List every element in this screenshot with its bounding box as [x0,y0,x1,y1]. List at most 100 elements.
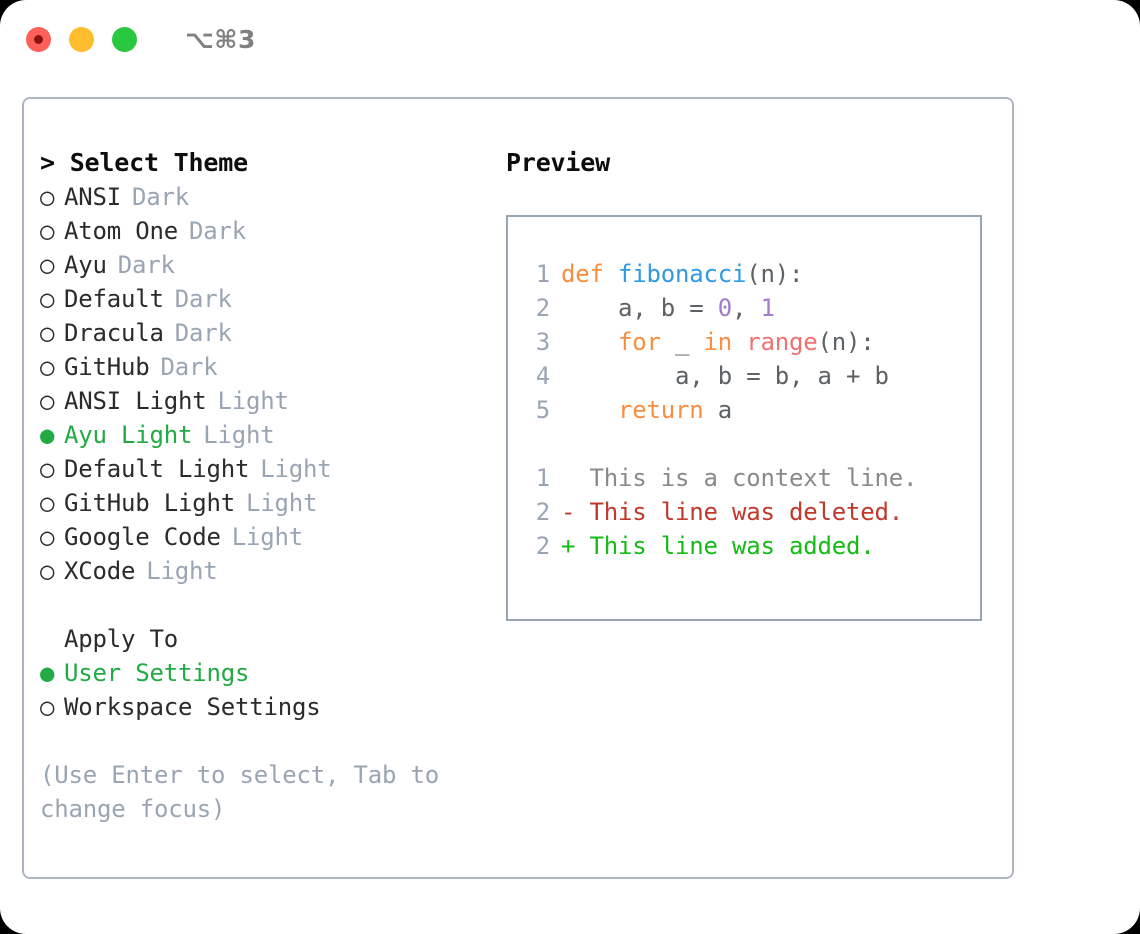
select-theme-heading-label: Select Theme [69,148,248,177]
diff-sample: 1 This is a context line. 2- This line wa… [524,461,980,563]
title-shortcut-label: ⌥⌘3 [185,24,256,54]
radio-unselected-icon: ○ [40,319,55,347]
theme-option-label: Default [64,285,164,313]
code-line: 3 for _ in range(n): [524,325,980,359]
diff-line-number: 2 [535,532,550,560]
diff-line-add: 2+ This line was added. [524,529,980,563]
close-button[interactable] [26,26,51,52]
code-line-number: 2 [535,294,550,322]
section-spacer [40,588,494,622]
theme-option-tag: Light [203,421,275,449]
code-line-number: 1 [535,260,550,288]
theme-option-tag: Dark [160,353,218,381]
title-bar: ⌥⌘3 [0,0,1140,78]
radio-selected-icon: ● [40,659,55,687]
code-token: (n): [746,260,804,288]
apply-to-option-label: User Settings [64,659,250,687]
code-line: 2 a, b = 0, 1 [524,291,980,325]
code-line: 4 a, b = b, a + b [524,359,980,393]
radio-unselected-icon: ○ [40,455,55,483]
diff-line-text: This line was added. [589,532,875,560]
theme-option-label: Google Code [64,523,221,551]
code-token: (n): [817,328,875,356]
theme-option-github-light[interactable]: ○ GitHub Light Light [40,486,494,520]
code-line-number: 4 [535,362,550,390]
apply-to-option-workspace-settings[interactable]: ○Workspace Settings [40,690,494,724]
traffic-light-group [26,26,137,52]
theme-option-label: GitHub Light [64,489,235,517]
theme-option-label: XCode [64,557,136,585]
theme-option-tag: Light [246,489,318,517]
theme-option-tag: Dark [174,285,232,313]
theme-option-tag: Light [146,557,218,585]
diff-line-text: This is a context line. [589,464,918,492]
theme-option-label: Atom One [64,217,178,245]
theme-option-label: ANSI Light [64,387,207,415]
theme-option-google-code[interactable]: ○ Google Code Light [40,520,494,554]
theme-option-tag: Light [231,523,303,551]
diff-line-ctx: 1 This is a context line. [524,461,980,495]
radio-unselected-icon: ○ [40,387,55,415]
theme-option-default-light[interactable]: ○ Default Light Light [40,452,494,486]
code-token [732,325,746,359]
diff-line-text: This line was deleted. [589,498,904,526]
theme-option-tag: Dark [132,183,189,211]
theme-option-ansi-light[interactable]: ○ ANSI Light Light [40,384,494,418]
apply-to-list: ● User Settings ○Workspace Settings [40,656,494,724]
code-token [561,325,618,359]
recording-indicator-icon [34,34,43,44]
code-spacer [524,427,980,461]
radio-unselected-icon: ○ [40,251,55,279]
theme-option-label: Dracula [64,319,164,347]
theme-option-tag: Light [260,455,332,483]
theme-option-github[interactable]: ○ GitHub Dark [40,350,494,384]
theme-option-label: Default Light [64,455,250,483]
code-line-number: 5 [535,396,550,424]
theme-option-ansi[interactable]: ○ ANSI Dark [40,180,494,214]
diff-line-number: 2 [535,498,550,526]
code-line: 5 return a [524,393,980,427]
code-token: return [618,396,704,424]
code-token: 1 [760,294,775,322]
minimize-button[interactable] [69,26,94,52]
theme-option-label: GitHub [64,353,150,381]
code-token: a, b = b, a + b [561,362,889,390]
code-token: for [618,328,661,356]
apply-to-heading: Apply To [64,625,178,653]
preview-heading: Preview [506,148,610,177]
prompt-caret-icon: > [40,148,70,177]
maximize-button[interactable] [112,26,137,52]
theme-option-dracula[interactable]: ○ Dracula Dark [40,316,494,350]
code-line-number: 3 [535,328,550,356]
theme-option-label: ANSI [64,183,121,211]
theme-option-atom-one[interactable]: ○ Atom One Dark [40,214,494,248]
radio-unselected-icon: ○ [40,523,55,551]
radio-unselected-icon: ○ [40,353,55,381]
theme-option-tag: Light [217,387,289,415]
code-token: a, b = [561,294,718,322]
code-token: , [732,294,761,322]
radio-unselected-icon: ○ [40,183,55,211]
apply-to-option-label: Workspace Settings [64,693,321,721]
select-theme-heading: > Select Theme [40,146,494,180]
apply-to-option-user-settings[interactable]: ● User Settings [40,656,494,690]
diff-marker: - [561,498,590,526]
code-token [561,393,618,427]
code-token: in [703,328,733,356]
radio-unselected-icon: ○ [40,489,55,517]
theme-option-tag: Dark [189,217,246,245]
diff-line-number: 1 [535,464,550,492]
radio-unselected-icon: ○ [40,217,55,245]
theme-option-tag: Dark [174,319,232,347]
